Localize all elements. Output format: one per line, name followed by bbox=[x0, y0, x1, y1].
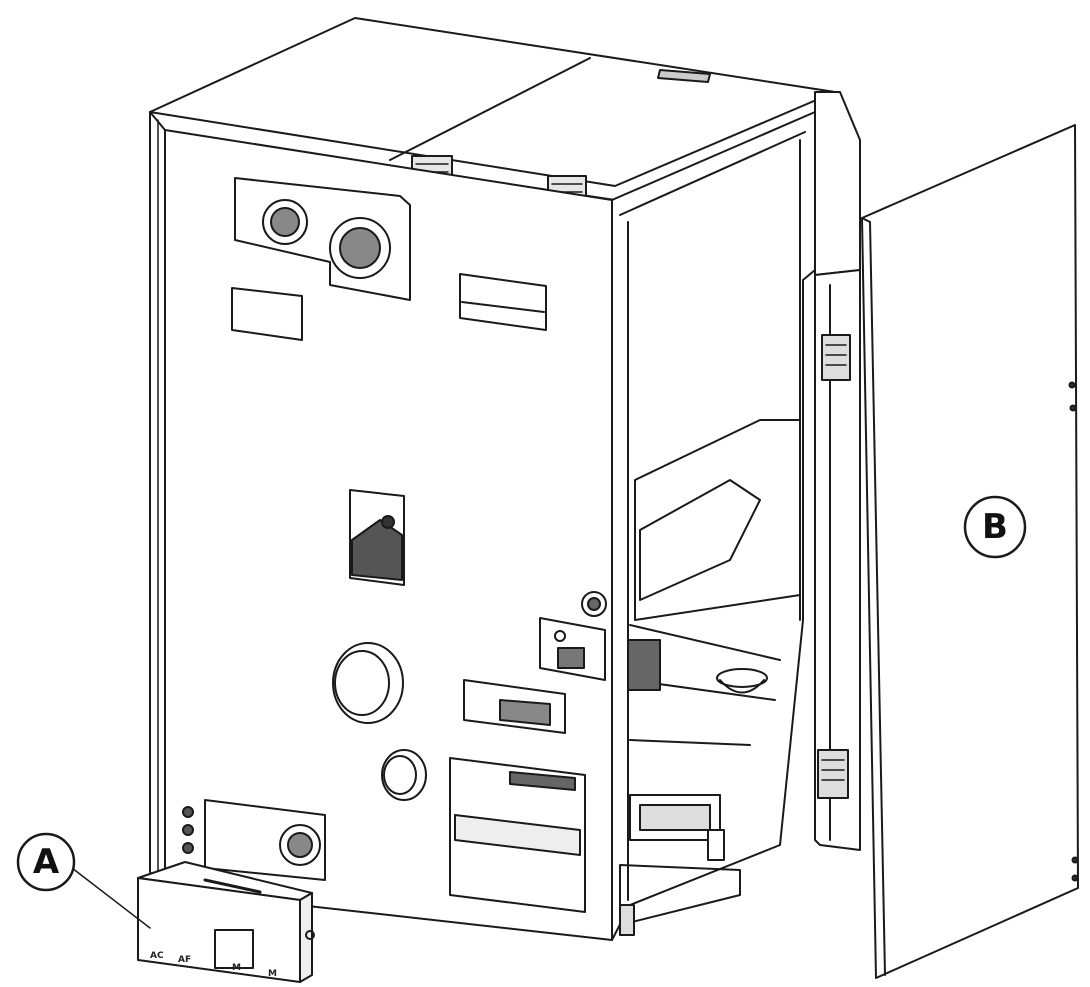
control-box-a: AC AF M M bbox=[137, 861, 315, 983]
callout-a: A bbox=[32, 842, 60, 882]
back-panel bbox=[149, 111, 613, 941]
fan-grille-small bbox=[262, 199, 308, 245]
callout-b: B bbox=[982, 507, 1008, 547]
side-frame bbox=[611, 111, 816, 941]
terminal-label-m1: M bbox=[232, 963, 241, 973]
auger-motor bbox=[627, 639, 661, 691]
terminal-label-m2: M bbox=[268, 969, 277, 979]
fan-grille-large bbox=[329, 217, 391, 279]
terminal-label-af: AF bbox=[178, 955, 191, 965]
callout-circle-a bbox=[16, 832, 76, 892]
leader-line-a bbox=[71, 867, 151, 929]
terminal-label-ac: AC bbox=[150, 951, 164, 961]
door-hinge-upper bbox=[821, 334, 851, 381]
burn-pot bbox=[716, 668, 768, 688]
side-panel-b bbox=[861, 124, 1079, 979]
display-window bbox=[214, 929, 254, 969]
callout-circle-b bbox=[963, 495, 1027, 559]
door-hinge-lower bbox=[817, 749, 849, 799]
front-door-frame bbox=[814, 91, 861, 851]
